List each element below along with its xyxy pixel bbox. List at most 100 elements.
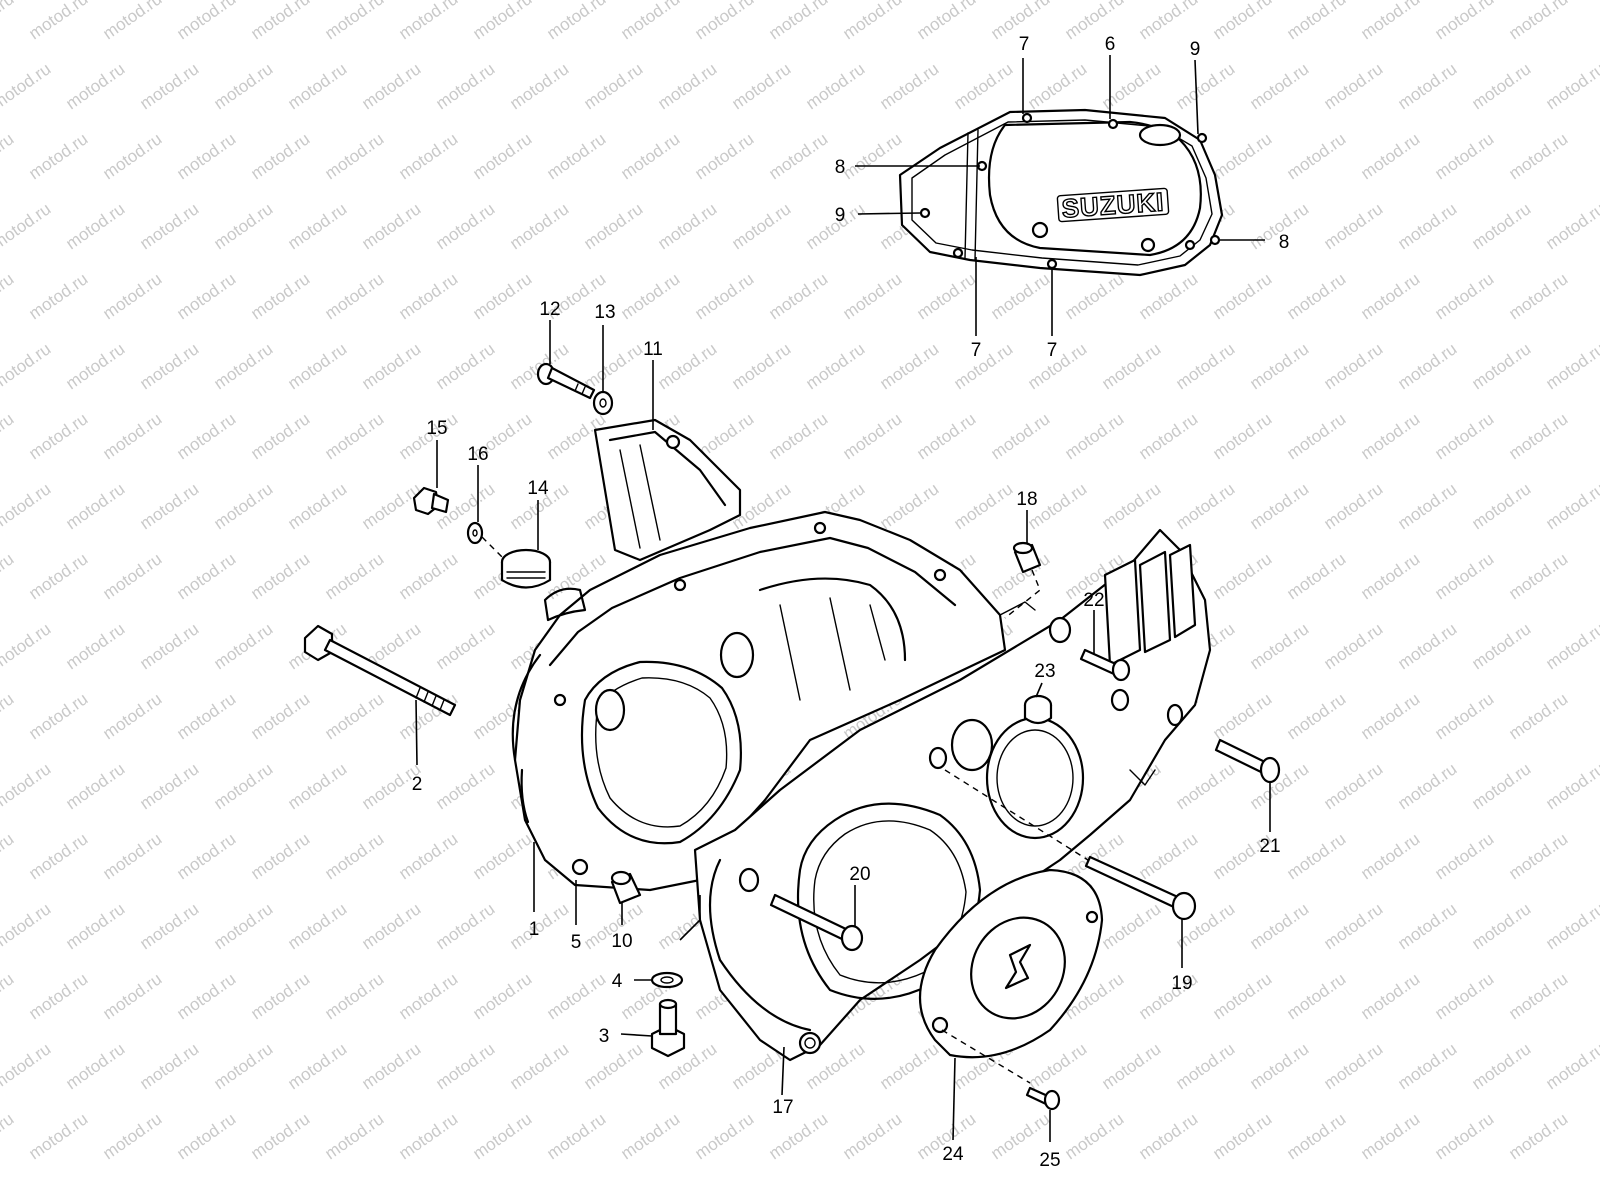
watermark-text: motod.ru	[1394, 899, 1460, 953]
watermark-text: motod.ru	[321, 269, 387, 323]
watermark-text: motod.ru	[543, 129, 609, 183]
watermark-text: motod.ru	[1098, 59, 1164, 113]
watermark-text: motod.ru	[247, 549, 313, 603]
watermark-text: motod.ru	[1246, 1039, 1312, 1093]
watermark-text: motod.ru	[99, 549, 165, 603]
watermark-text: motod.ru	[913, 409, 979, 463]
watermark-text: motod.ru	[1394, 1039, 1460, 1093]
watermark-text: motod.ru	[1542, 619, 1600, 673]
callout-15: 15	[426, 418, 447, 439]
watermark-text: motod.ru	[358, 339, 424, 393]
watermark-text: motod.ru	[1505, 409, 1571, 463]
callout-9b: 9	[835, 205, 846, 226]
watermark-text: motod.ru	[469, 269, 535, 323]
watermark-text: motod.ru	[987, 409, 1053, 463]
watermark-text: motod.ru	[1283, 409, 1349, 463]
watermark-text: motod.ru	[1098, 1039, 1164, 1093]
watermark-text: motod.ru	[321, 0, 387, 43]
watermark-text: motod.ru	[99, 129, 165, 183]
callout-23: 23	[1034, 661, 1055, 682]
callout-10: 10	[611, 931, 632, 952]
watermark-text: motod.ru	[654, 199, 720, 253]
watermark-text: motod.ru	[654, 339, 720, 393]
watermark-text: motod.ru	[62, 199, 128, 253]
watermark-text: motod.ru	[1394, 339, 1460, 393]
watermark-text: motod.ru	[210, 1039, 276, 1093]
callout-9a: 9	[1190, 39, 1201, 60]
watermark-text: motod.ru	[1357, 0, 1423, 43]
watermark-text: motod.ru	[1283, 549, 1349, 603]
watermark-text: motod.ru	[1542, 759, 1600, 813]
watermark-text: motod.ru	[432, 59, 498, 113]
watermark-text: motod.ru	[728, 339, 794, 393]
watermark-text: motod.ru	[1024, 1039, 1090, 1093]
watermark-text: motod.ru	[0, 619, 54, 673]
watermark-text: motod.ru	[1172, 759, 1238, 813]
watermark-text: motod.ru	[247, 829, 313, 883]
watermark-text: motod.ru	[1542, 1039, 1600, 1093]
watermark-text: motod.ru	[617, 129, 683, 183]
watermark-text: motod.ru	[1061, 269, 1127, 323]
watermark-text: motod.ru	[691, 1109, 757, 1163]
watermark-text: motod.ru	[876, 1039, 942, 1093]
drain-bolt-3-part	[650, 998, 686, 1058]
callout-17: 17	[772, 1097, 793, 1118]
watermark-text: motod.ru	[1209, 0, 1275, 43]
watermark-text: motod.ru	[1209, 969, 1275, 1023]
watermark-text: motod.ru	[432, 759, 498, 813]
watermark-text: motod.ru	[62, 339, 128, 393]
callout-8a: 8	[835, 157, 846, 178]
watermark-text: motod.ru	[25, 269, 91, 323]
watermark-text: motod.ru	[876, 339, 942, 393]
watermark-text: motod.ru	[99, 1109, 165, 1163]
watermark-text: motod.ru	[62, 899, 128, 953]
watermark-text: motod.ru	[284, 59, 350, 113]
bolt-20-part	[769, 893, 864, 952]
watermark-text: motod.ru	[469, 129, 535, 183]
sprocket-cap-24-part	[919, 868, 1104, 1059]
watermark-text: motod.ru	[321, 409, 387, 463]
callout-7c: 7	[1047, 340, 1058, 361]
watermark-text: motod.ru	[1246, 59, 1312, 113]
watermark-text: motod.ru	[432, 199, 498, 253]
watermark-text: motod.ru	[506, 199, 572, 253]
callout-18: 18	[1016, 489, 1037, 510]
watermark-text: motod.ru	[1246, 619, 1312, 673]
watermark-text: motod.ru	[1061, 1109, 1127, 1163]
watermark-text: motod.ru	[1246, 899, 1312, 953]
watermark-text: motod.ru	[173, 129, 239, 183]
watermark-text: motod.ru	[1431, 689, 1497, 743]
watermark-text: motod.ru	[0, 129, 17, 183]
watermark-text: motod.ru	[1098, 339, 1164, 393]
callout-5: 5	[571, 932, 582, 953]
watermark-text: motod.ru	[617, 269, 683, 323]
watermark-text: motod.ru	[765, 0, 831, 43]
watermark-text: motod.ru	[136, 899, 202, 953]
watermark-text: motod.ru	[1320, 199, 1386, 253]
watermark-text: motod.ru	[1394, 199, 1460, 253]
watermark-text: motod.ru	[62, 479, 128, 533]
watermark-text: motod.ru	[950, 59, 1016, 113]
watermark-text: motod.ru	[0, 409, 17, 463]
watermark-text: motod.ru	[136, 199, 202, 253]
watermark-text: motod.ru	[0, 479, 54, 533]
watermark-text: motod.ru	[1320, 59, 1386, 113]
dowel-18-part	[1012, 541, 1042, 574]
watermark-text: motod.ru	[173, 549, 239, 603]
watermark-text: motod.ru	[987, 269, 1053, 323]
watermark-text: motod.ru	[99, 0, 165, 43]
callout-20: 20	[849, 864, 870, 885]
watermark-text: motod.ru	[765, 129, 831, 183]
leader-lines	[415, 55, 1271, 1142]
watermark-text: motod.ru	[1209, 409, 1275, 463]
watermark-text: motod.ru	[728, 59, 794, 113]
watermark-text: motod.ru	[580, 59, 646, 113]
watermark-text: motod.ru	[247, 1109, 313, 1163]
watermark-text: motod.ru	[1394, 59, 1460, 113]
watermark-text: motod.ru	[1320, 1039, 1386, 1093]
watermark-text: motod.ru	[62, 1039, 128, 1093]
watermark-text: motod.ru	[580, 199, 646, 253]
watermark-text: motod.ru	[136, 1039, 202, 1093]
upper-cover-drawing	[593, 418, 742, 562]
